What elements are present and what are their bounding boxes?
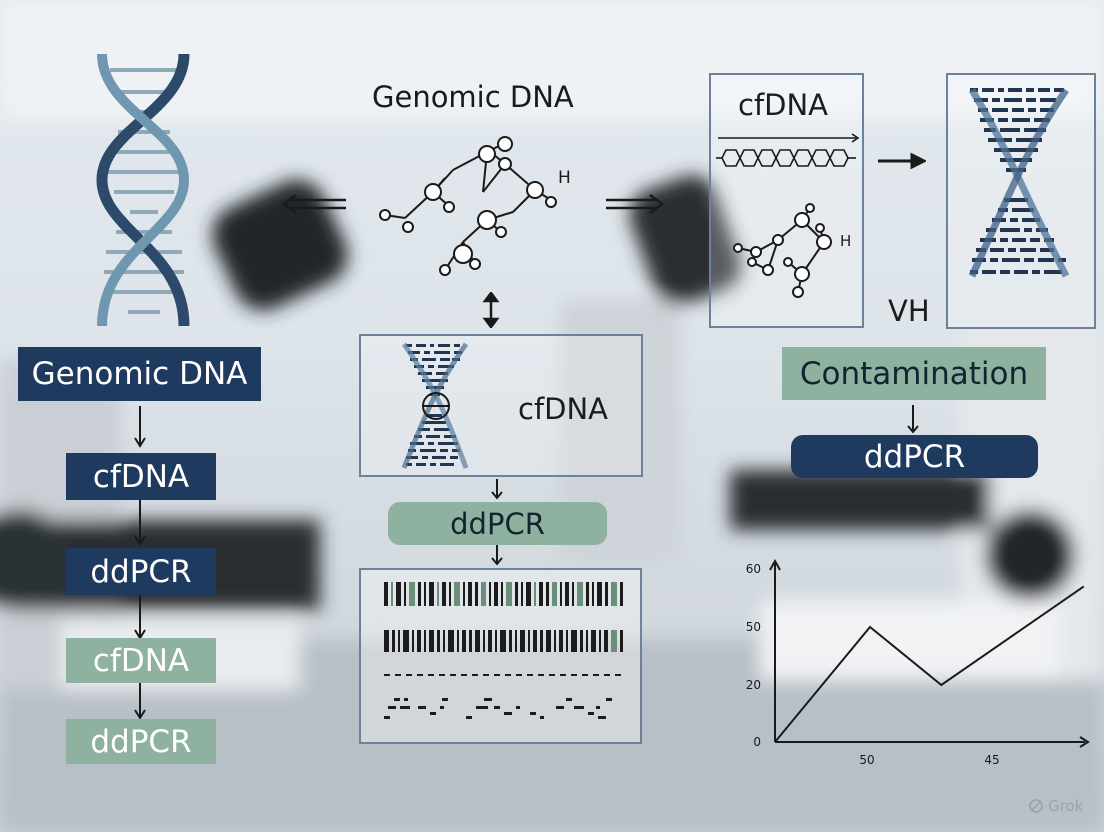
grok-logo-icon: [1028, 798, 1044, 814]
series-line: [775, 586, 1084, 742]
contamination-label: Contamination: [800, 356, 1028, 392]
left-double-arrow-icon: [280, 194, 350, 214]
left-step-ddpcr-1-label: ddPCR: [90, 554, 191, 590]
molecule-structure-icon: [375, 130, 575, 280]
y-tick-label: 50: [746, 620, 761, 634]
left-step-ddpcr-2: ddPCR: [66, 719, 216, 764]
center-cfdna-label: cfDNA: [518, 392, 608, 426]
right-molecule-h-label: H: [840, 232, 851, 250]
center-ddpcr-pill: ddPCR: [388, 502, 607, 545]
right-arrow-down-icon: [906, 404, 920, 434]
right-cfdna-chain-icon: [714, 132, 860, 182]
line-chart: 0 20 50 60 50 45: [730, 555, 1100, 775]
left-step-ddpcr-2-label: ddPCR: [90, 724, 191, 760]
ddpcr-barcode-icon: [380, 580, 628, 724]
right-double-arrow-icon: [604, 194, 666, 214]
y-tick-label: 60: [746, 562, 761, 576]
left-step-ddpcr-1: ddPCR: [66, 548, 216, 595]
left-step-cfdna-2: cfDNA: [66, 638, 216, 683]
genomic-dna-box-label: Genomic DNA: [32, 356, 248, 392]
vertical-double-arrow-icon: [482, 292, 500, 328]
center-arrow-down-2-icon: [490, 544, 504, 566]
right-helix-icon: [966, 86, 1076, 282]
vh-label: VH: [888, 294, 930, 328]
left-step-cfdna-2-label: cfDNA: [93, 643, 189, 679]
y-tick-label: 20: [746, 678, 761, 692]
right-ddpcr-label: ddPCR: [864, 439, 965, 475]
genomic-dna-box: Genomic DNA: [18, 347, 261, 401]
right-cfdna-label: cfDNA: [738, 88, 828, 122]
x-tick-label: 50: [859, 753, 874, 767]
center-ddpcr-label: ddPCR: [450, 507, 545, 541]
right-ddpcr-pill: ddPCR: [791, 435, 1038, 478]
top-title: Genomic DNA: [372, 80, 574, 114]
y-tick-label: 0: [753, 735, 761, 749]
x-tick-label: 45: [984, 753, 999, 767]
contamination-box: Contamination: [782, 347, 1046, 400]
center-arrow-down-1-icon: [490, 478, 504, 500]
left-step-cfdna-1-label: cfDNA: [93, 459, 189, 495]
molecule-h-label: H: [558, 168, 571, 188]
center-helix-icon: [400, 342, 472, 470]
right-molecule-icon: [728, 200, 848, 300]
right-arrow-icon: [876, 152, 926, 170]
grok-watermark: Grok: [1028, 797, 1083, 815]
grok-watermark-label: Grok: [1048, 797, 1083, 815]
left-step-cfdna-1: cfDNA: [66, 453, 216, 500]
dna-helix-left-icon: [88, 50, 198, 330]
